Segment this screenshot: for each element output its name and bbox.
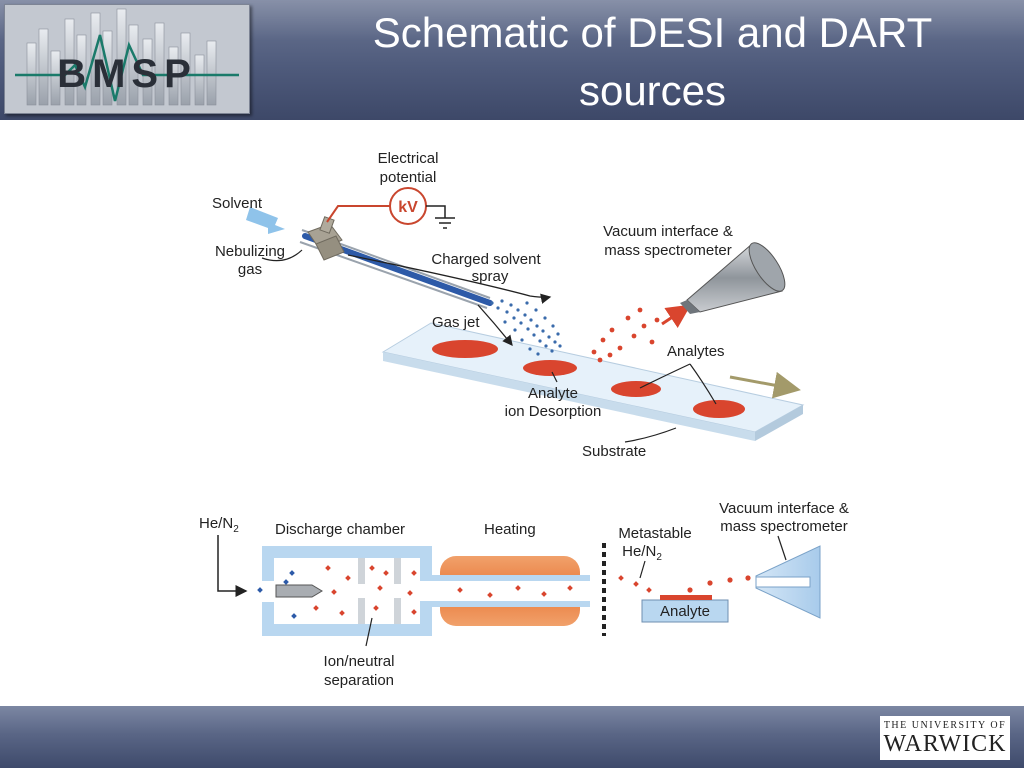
heater-tube-bottom: [440, 601, 590, 607]
label-metastable-1: Metastable: [618, 525, 691, 542]
analytes-pointer-1: [639, 363, 691, 389]
warwick-logo-big-text: WARWICK: [883, 731, 1007, 757]
analyte-spot-2: [523, 360, 577, 376]
metastable-pointer: [639, 560, 646, 579]
label-desorption-1: Analyte: [528, 385, 578, 402]
bmsp-logo: BMSP: [4, 4, 250, 114]
label-dart-vacuum-1: Vacuum interface &: [719, 500, 849, 517]
label-substrate: Substrate: [582, 443, 646, 460]
label-desi-vacuum-1: Vacuum interface &: [603, 223, 733, 240]
label-ion-neutral-2: separation: [324, 672, 394, 689]
bmsp-logo-graphic: BMSP: [5, 5, 249, 113]
substrate-edge: [383, 352, 755, 441]
substrate-pointer: [624, 427, 677, 443]
gas-inlet-arrow: [217, 535, 248, 597]
title-line-1: Schematic of DESI and DART: [372, 9, 933, 56]
label-charged-spray-2: spray: [472, 268, 509, 285]
electrical-wire: [326, 205, 390, 223]
label-ion-neutral-1: Ion/neutral: [324, 653, 395, 670]
label-discharge-chamber: Discharge chamber: [275, 521, 405, 538]
slide-footer: [0, 706, 1024, 768]
gas-jet-arrow: [477, 304, 513, 347]
heater-tube-top: [440, 575, 590, 581]
title-line-2: sources: [578, 67, 727, 114]
page-title: Schematic of DESI and DART sources: [265, 4, 1024, 120]
ms-inlet-cone-icon: [680, 242, 786, 314]
label-analyte: Analyte: [660, 603, 710, 620]
spray-droplets: [490, 299, 562, 356]
needle-electrode-icon: [275, 584, 323, 598]
label-nebulizing-1: Nebulizing: [215, 243, 285, 260]
ground-icon: [435, 217, 455, 229]
spray-direction-arrow: [347, 254, 552, 304]
analyte-ions: [591, 307, 660, 363]
dart-ms-inlet-cone-icon: [755, 545, 821, 619]
label-electrical-1: Electrical: [378, 150, 439, 167]
neutral-particles: [257, 570, 297, 619]
label-dart-vacuum-2: mass spectrometer: [720, 518, 848, 535]
label-gas-jet: Gas jet: [432, 314, 480, 331]
analyte-spot-3: [611, 381, 661, 397]
warwick-logo-small-text: THE UNIVERSITY OF: [883, 720, 1007, 731]
logo-text: BMSP: [57, 52, 197, 96]
dart-diagram: He/N2 Discharge chamber Heating Metastab…: [199, 500, 849, 689]
desorbed-ions: [687, 575, 751, 593]
label-analytes: Analytes: [667, 343, 725, 360]
label-he-n2: He/N2: [199, 515, 239, 535]
label-charged-spray-1: Charged solvent: [431, 251, 541, 268]
label-nebulizing-2: gas: [238, 261, 262, 278]
label-desi-vacuum-2: mass spectrometer: [604, 242, 732, 259]
label-solvent: Solvent: [212, 195, 263, 212]
kv-label: kV: [398, 199, 418, 216]
desi-diagram: kV: [212, 150, 805, 460]
desorption-pointer: [551, 371, 558, 383]
capillary-highlight: [345, 242, 466, 286]
substrate-side: [755, 405, 803, 441]
analyte-spot-1: [432, 340, 498, 358]
chamber-electrodes: [358, 558, 401, 624]
ion-particles: [313, 565, 652, 616]
dart-vacuum-pointer: [777, 535, 787, 561]
analyte-spot-4: [693, 400, 745, 418]
substrate-motion-arrow: [729, 371, 801, 399]
heater-bore: [440, 581, 590, 601]
label-metastable-2: He/N2: [622, 543, 662, 563]
label-heating: Heating: [484, 521, 536, 538]
label-desorption-2: ion Desorption: [505, 403, 602, 420]
nebulizing-gas-pointer: [261, 249, 303, 262]
ion-neutral-pointer: [365, 617, 373, 647]
tee-fitting: [307, 216, 345, 261]
solvent-arrow: [246, 207, 285, 234]
analyte-sample-layer: [660, 595, 712, 600]
label-electrical-2: potential: [380, 169, 437, 186]
ion-path-arrow: [661, 304, 691, 328]
warwick-logo: THE UNIVERSITY OF WARWICK: [880, 716, 1010, 760]
analytes-pointer-2: [689, 363, 717, 405]
ground-wire: [426, 205, 446, 218]
